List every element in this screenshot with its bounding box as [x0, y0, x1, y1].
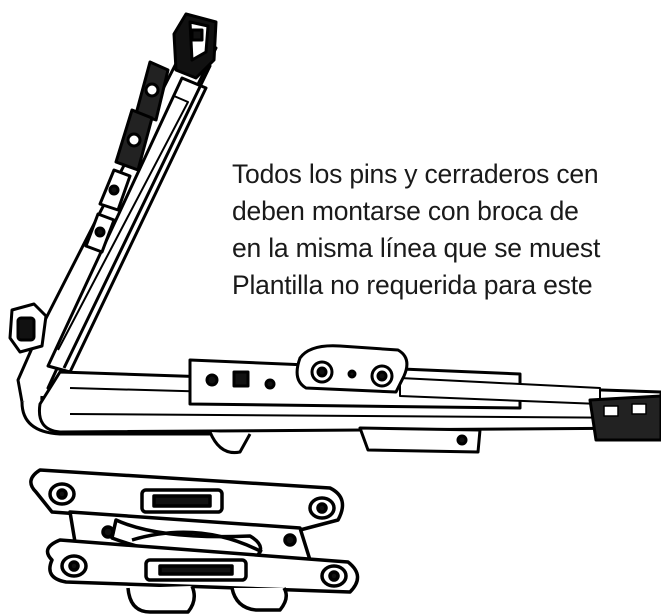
horizontal-track-arm [37, 344, 661, 455]
scissor-hinge-detail [29, 468, 360, 614]
caption-line: deben montarse con broca de [232, 196, 579, 226]
installation-caption: Todos los pins y cerraderos cen deben mo… [232, 156, 661, 304]
caption-line: Plantilla no requerida para este [232, 270, 593, 300]
vertical-corner-stay [8, 12, 218, 436]
caption-line: en la misma línea que se muest [232, 233, 601, 263]
caption-line: Todos los pins y cerraderos cen [232, 159, 599, 189]
